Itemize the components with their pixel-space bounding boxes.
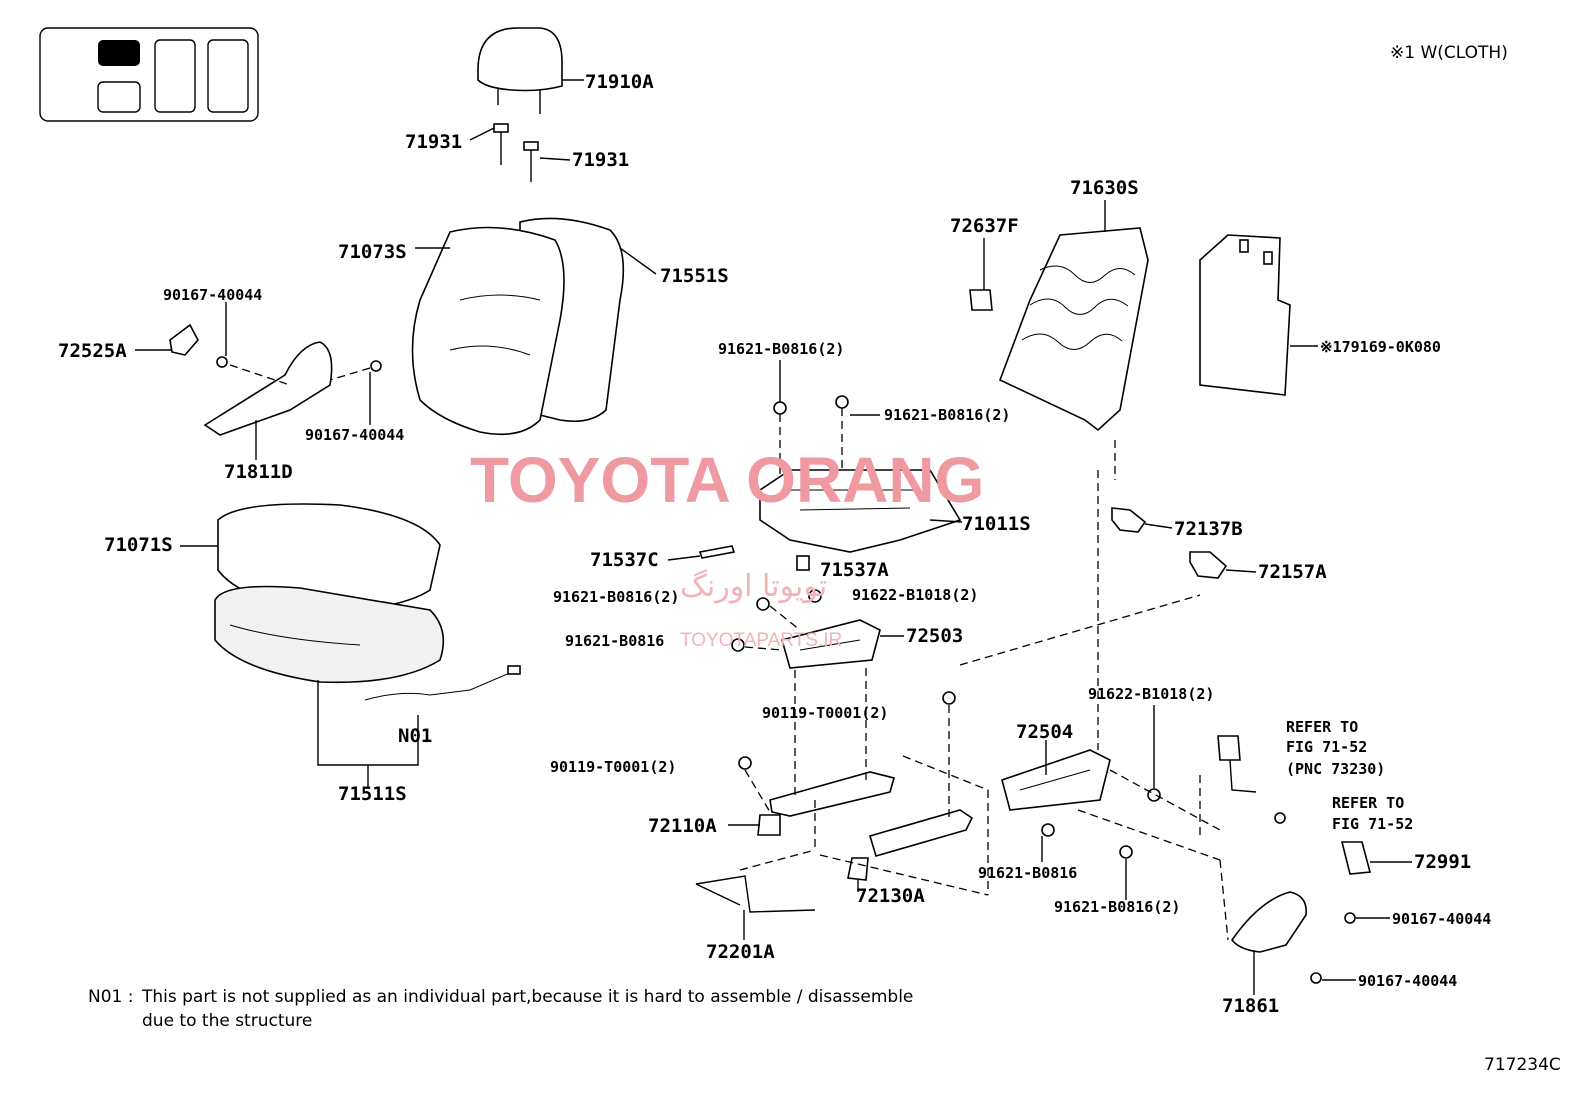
label-91621-B0816-2-d: 91621-B0816(2) xyxy=(1054,898,1180,916)
variant-note: ※1 W(CLOTH) xyxy=(1390,43,1508,63)
label-71910A: 71910A xyxy=(585,71,654,93)
label-91622-B1018-2-b: 91622-B1018(2) xyxy=(1088,685,1214,703)
seat-cushion-drawing xyxy=(180,503,521,788)
label-refer2-line2: FIG 71-52 xyxy=(1332,815,1413,833)
label-72504: 72504 xyxy=(1016,721,1073,743)
belt-and-cover-drawing xyxy=(1217,735,1412,995)
label-N01: N01 xyxy=(398,725,432,747)
label-91621-B0816-2-b: 91621-B0816(2) xyxy=(884,406,1010,424)
footnote-code: N01 : xyxy=(88,987,133,1007)
seatback-frame-drawing xyxy=(969,200,1318,480)
seatback-drawing xyxy=(411,217,657,436)
label-71537C: 71537C xyxy=(590,549,659,571)
label-71551S: 71551S xyxy=(660,265,729,287)
label-90167-40044-b: 90167-40044 xyxy=(305,426,404,444)
label-91622-B1018-2-a: 91622-B1018(2) xyxy=(852,586,978,604)
label-71861: 71861 xyxy=(1222,995,1279,1017)
label-71073S: 71073S xyxy=(338,241,407,263)
label-90167-40044-a: 90167-40044 xyxy=(163,286,262,304)
label-90167-40044-d: 90167-40044 xyxy=(1358,972,1457,990)
seat-locator-icon xyxy=(39,27,259,122)
label-72991: 72991 xyxy=(1414,851,1471,873)
label-71511S: 71511S xyxy=(338,783,407,805)
label-refer2-line1: REFER TO xyxy=(1332,794,1404,812)
label-72637F: 72637F xyxy=(950,215,1019,237)
label-72157A: 72157A xyxy=(1258,561,1327,583)
recliner-left-drawing xyxy=(731,589,904,669)
label-71071S: 71071S xyxy=(104,534,173,556)
label-90119-T0001-2-b: 90119-T0001(2) xyxy=(550,758,676,776)
label-90167-40044-c: 90167-40044 xyxy=(1392,910,1491,928)
label-72525A: 72525A xyxy=(58,340,127,362)
seat-tracks-drawing xyxy=(695,594,1201,940)
label-71537A: 71537A xyxy=(820,559,889,581)
label-72137B: 72137B xyxy=(1174,518,1243,540)
footnote-line2: due to the structure xyxy=(142,1011,312,1031)
label-refer1-line3: (PNC 73230) xyxy=(1286,760,1385,778)
watermark-persian: تویوتا اورنگ xyxy=(680,569,827,604)
label-91621-B0816-2-c: 91621-B0816(2) xyxy=(553,588,679,606)
label-72503: 72503 xyxy=(906,625,963,647)
label-71630S: 71630S xyxy=(1070,177,1139,199)
recliner-right-drawing xyxy=(1001,470,1229,941)
footnote-line1: This part is not supplied as an individu… xyxy=(141,987,913,1007)
watermark-sub: TOYOTAPARTS.IR xyxy=(680,630,842,651)
label-71931-a: 71931 xyxy=(405,131,462,153)
label-refer1-line2: FIG 71-52 xyxy=(1286,738,1367,756)
label-179169-0K080: ※179169-0K080 xyxy=(1320,338,1441,356)
recliner-cover-drawing xyxy=(135,302,382,460)
figure-code: 717234C xyxy=(1484,1055,1561,1075)
label-91621-B0816-b: 91621-B0816 xyxy=(978,864,1077,882)
label-71811D: 71811D xyxy=(224,461,293,483)
label-72201A: 72201A xyxy=(706,941,775,963)
label-91621-B0816-2-a: 91621-B0816(2) xyxy=(718,340,844,358)
cushion-frame-drawing xyxy=(667,360,963,571)
headrest-drawing xyxy=(469,27,584,182)
label-90119-T0001-2-a: 90119-T0001(2) xyxy=(762,704,888,722)
label-72130A: 72130A xyxy=(856,885,925,907)
label-71011S: 71011S xyxy=(962,513,1031,535)
label-72110A: 72110A xyxy=(648,815,717,837)
label-91621-B0816-a: 91621-B0816 xyxy=(565,632,664,650)
label-71931-b: 71931 xyxy=(572,149,629,171)
clips-drawing xyxy=(1111,507,1257,579)
label-refer1-line1: REFER TO xyxy=(1286,718,1358,736)
watermark-main: TOYOTA ORANG xyxy=(470,444,984,516)
